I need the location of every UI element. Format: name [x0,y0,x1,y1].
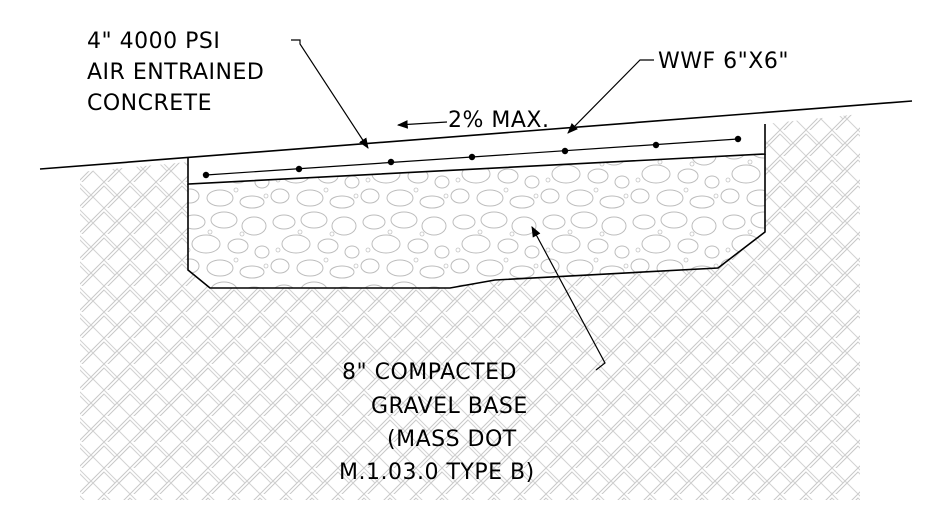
gravel-leader [531,226,606,371]
concrete-label-line1: 4" 4000 PSI [87,29,220,54]
concrete-leader [291,39,369,149]
gravel-label-line3: (MASS DOT [387,427,517,452]
wwf-mesh [202,135,742,179]
ground-line [39,100,913,170]
slope-label: 2% MAX. [448,108,550,133]
concrete-label-line2: AIR ENTRAINED [87,60,264,85]
soil-hatch [80,114,860,500]
slope-arrow [396,120,448,129]
concrete-slab [187,124,766,185]
gravel-base [188,154,765,288]
gravel-label-line4: M.1.03.0 TYPE B) [339,460,535,485]
wwf-label: WWF 6"X6" [658,49,789,74]
gravel-label-line1: 8" COMPACTED [342,360,517,385]
gravel-outline [187,154,766,289]
gravel-label-line2: GRAVEL BASE [371,394,528,419]
concrete-label-line3: CONCRETE [87,91,212,116]
wwf-leader [567,59,654,134]
